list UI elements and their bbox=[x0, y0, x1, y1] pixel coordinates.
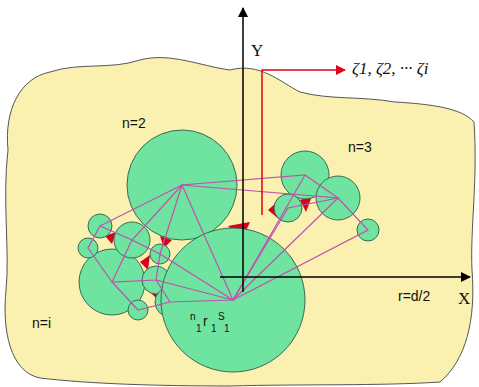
particle-label: n=i bbox=[32, 316, 51, 330]
matrix-region bbox=[5, 58, 475, 386]
index-label: n bbox=[190, 312, 196, 322]
particles bbox=[78, 130, 379, 372]
particle-label: n=2 bbox=[122, 116, 146, 130]
index-label: S bbox=[218, 312, 225, 322]
particle-label: n=3 bbox=[348, 140, 372, 154]
interface-label: ζ1, ζ2, ··· ζi bbox=[352, 60, 428, 77]
triangulation-lines bbox=[88, 175, 368, 310]
index-label: 1 bbox=[196, 324, 202, 334]
x-axis bbox=[220, 276, 470, 278]
radius-symbol: r bbox=[203, 314, 208, 328]
index-label: 1 bbox=[224, 324, 230, 334]
axis-label: X bbox=[458, 290, 470, 307]
index-label: 1 bbox=[211, 324, 217, 334]
axis-label: Y bbox=[251, 42, 263, 59]
radius-label: r=d/2 bbox=[398, 289, 430, 303]
y-axis bbox=[242, 8, 244, 292]
pointer-arrow bbox=[262, 70, 345, 215]
